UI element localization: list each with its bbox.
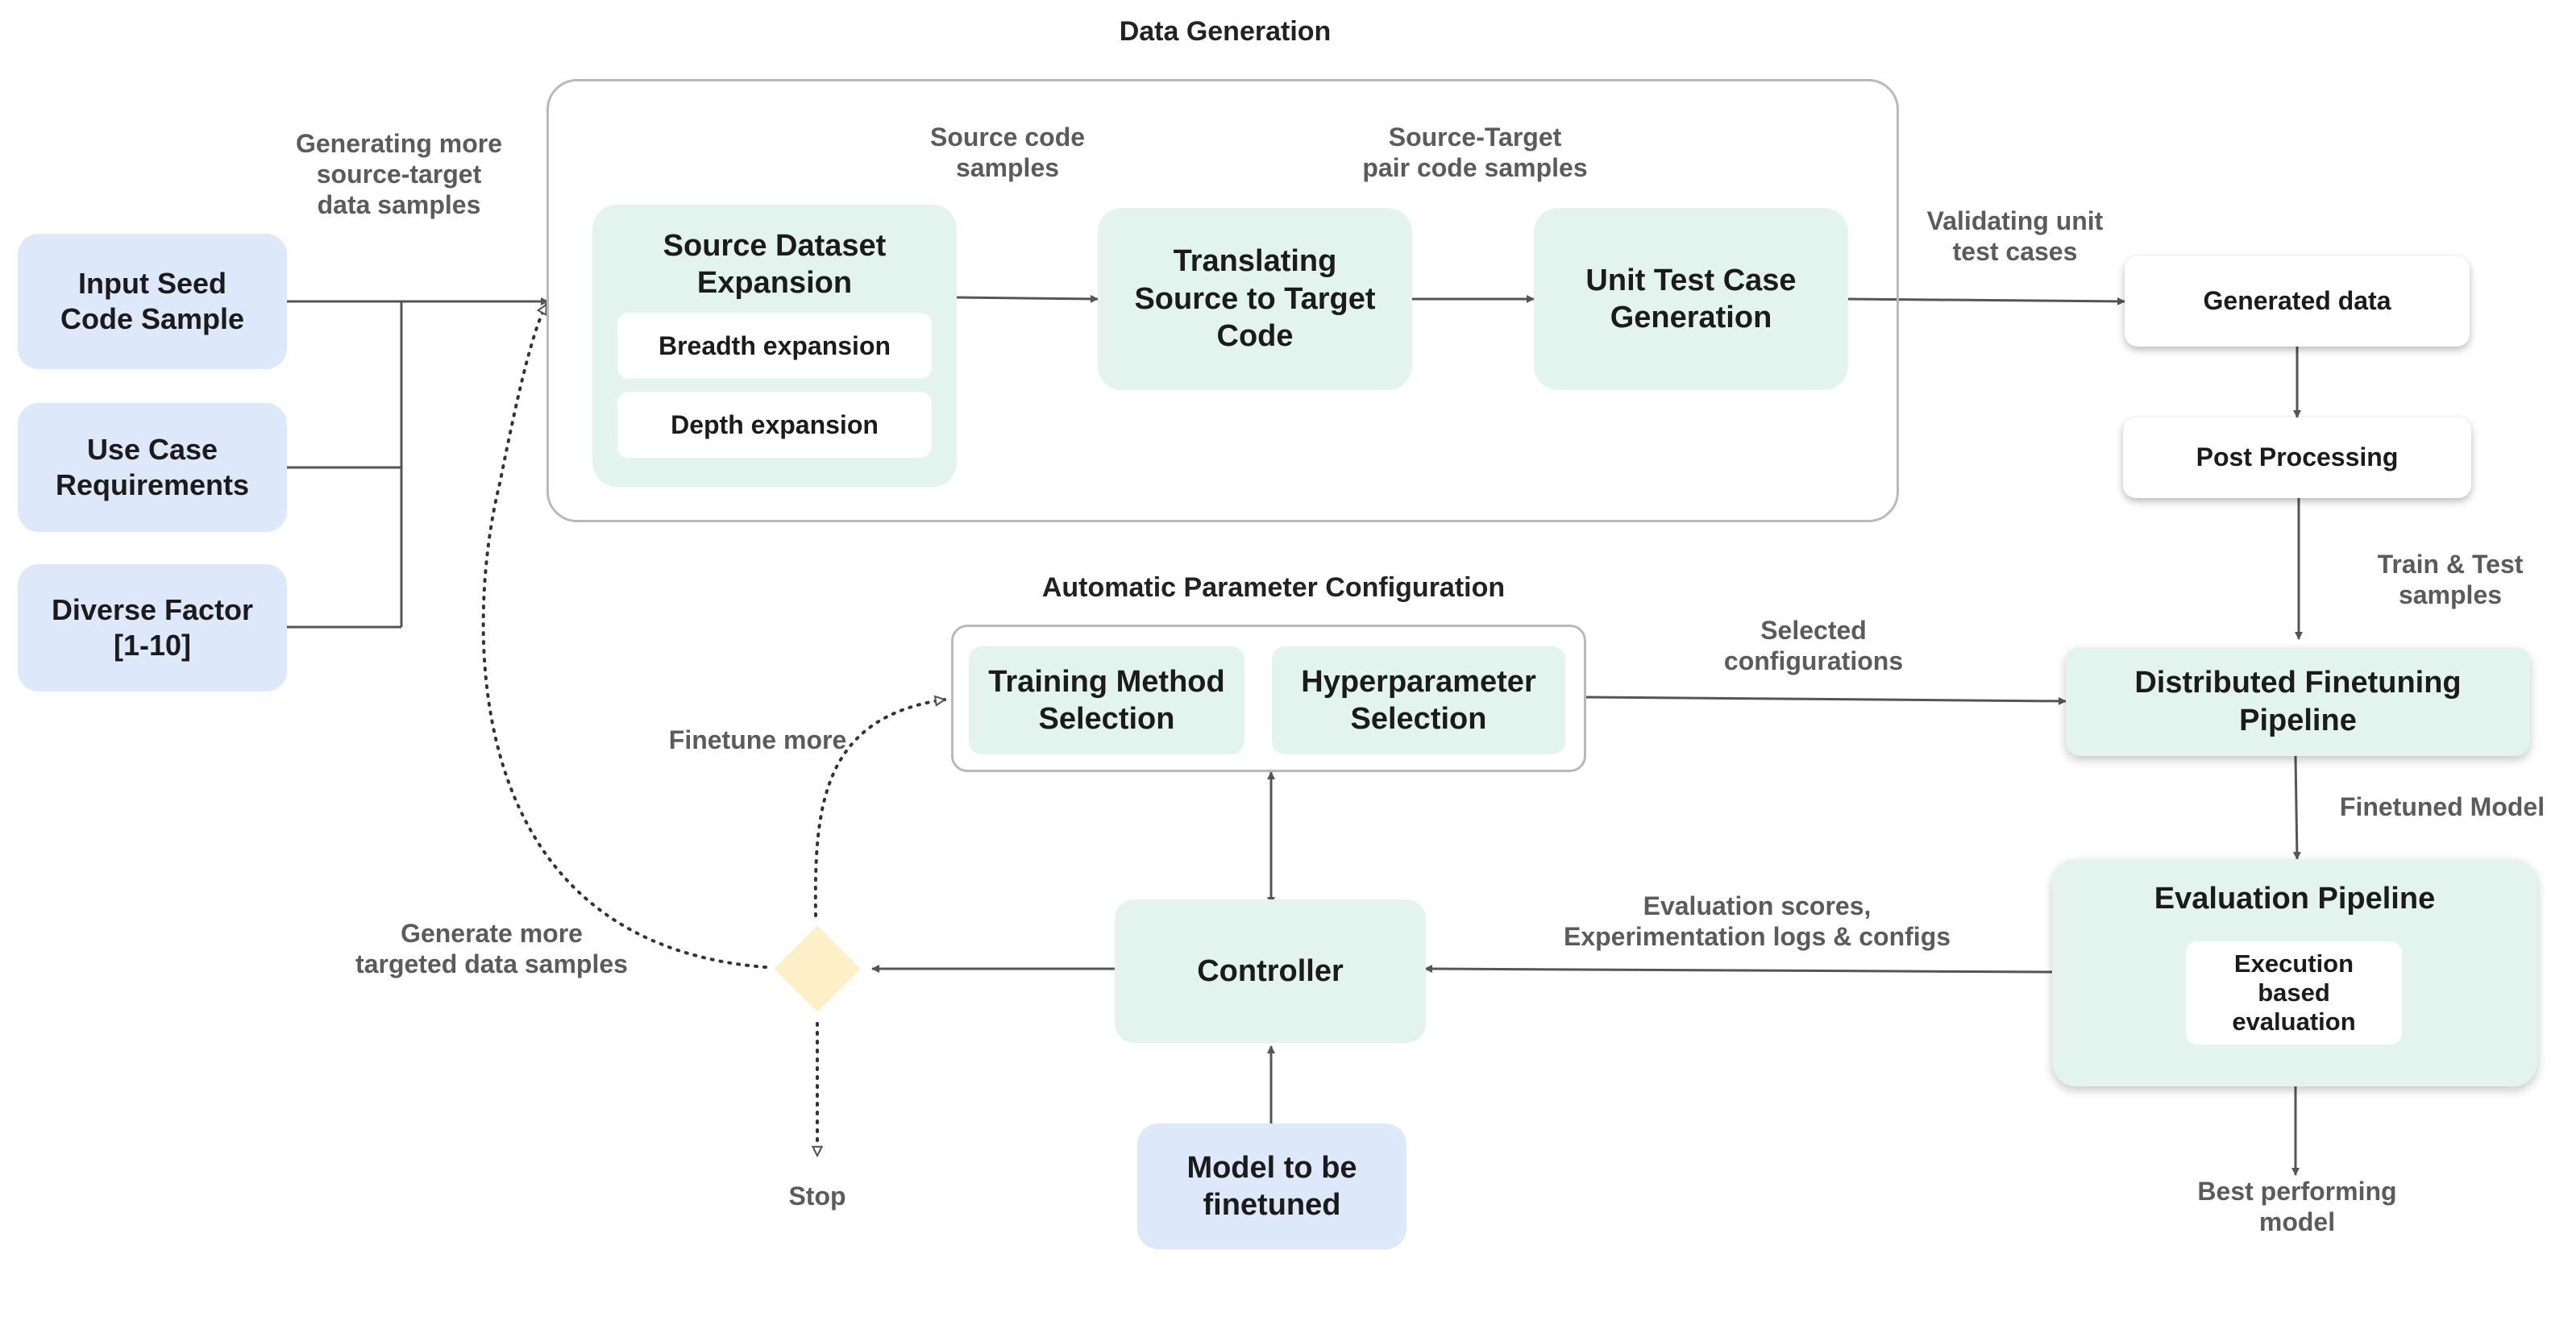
use-case-node: Use Case Requirements [18, 403, 287, 532]
label-best-model: Best performing model [2197, 1177, 2397, 1236]
diverse-factor-range: [1-10] [113, 629, 192, 662]
model-to-finetune-node: Model to be finetuned [1137, 1124, 1406, 1249]
distributed-finetuning-label: Distributed Finetuning Pipeline [2134, 666, 2462, 737]
model-to-finetune-label: Model to be finetuned [1186, 1150, 1357, 1222]
training-method-label: Training Method Selection [988, 664, 1225, 736]
evaluation-pipeline-label: Evaluation Pipeline [2154, 882, 2436, 916]
use-case-label: Use Case Requirements [55, 433, 250, 501]
distributed-finetuning-node: Distributed Finetuning Pipeline [2066, 647, 2530, 756]
unit-test-label: Unit Test Case Generation [1585, 263, 1797, 334]
label-selected-configs: Selected configurations [1723, 616, 1904, 675]
label-finetune-more: Finetune more [668, 725, 847, 754]
controller-node: Controller [1115, 899, 1426, 1043]
generated-data-label: Generated data [2203, 286, 2391, 316]
hyperparameter-node: Hyperparameter Selection [1272, 646, 1565, 754]
input-seed-node: Input Seed Code Sample [18, 234, 287, 369]
edge-decision-to-config [813, 700, 945, 917]
controller-label: Controller [1197, 953, 1344, 988]
source-expansion-label: Source Dataset Expansion [663, 229, 887, 301]
edge-expansion-to-translate [956, 294, 1099, 303]
label-generating-more: Generating more source-target data sampl… [295, 129, 503, 219]
input-seed-label: Input Seed Code Sample [60, 267, 245, 335]
auto-param-title: Automatic Parameter Configuration [1041, 572, 1506, 603]
edge-decision-to-data-generation [481, 305, 767, 969]
data-generation-title: Data Generation [1119, 16, 1332, 47]
hyperparameter-label: Hyperparameter Selection [1301, 664, 1536, 736]
translating-label: Translating Source to Target Code [1134, 244, 1376, 354]
edge-distributed-to-eval [2292, 755, 2301, 860]
label-eval-scores: Evaluation scores, Experimentation logs … [1563, 891, 1951, 951]
label-train-test: Train & Test samples [2377, 550, 2524, 609]
diverse-factor-label: Diverse Factor [51, 593, 254, 627]
translating-node: Translating Source to Target Code [1098, 208, 1412, 390]
diverse-factor-node: Diverse Factor [1-10] [18, 564, 287, 692]
label-source-target: Source-Target pair code samples [1362, 123, 1588, 182]
label-finetuned-model: Finetuned Model [2339, 792, 2545, 821]
edge-config-to-distributed [1585, 696, 2067, 705]
post-processing-node: Post Processing [2123, 417, 2471, 498]
execution-eval-box: Execution based evaluation [2186, 941, 2402, 1045]
auto-param-frame [951, 625, 1586, 772]
label-source-code: Source code samples [929, 123, 1086, 182]
unit-test-node: Unit Test Case Generation [1534, 208, 1848, 390]
edge-unittest-to-generated [1847, 297, 2125, 305]
edge-eval-to-controller [1424, 965, 2053, 974]
breadth-expansion-box: Breadth expansion [617, 313, 932, 379]
label-generate-targeted: Generate more targeted data samples [355, 919, 628, 978]
depth-expansion-box: Depth expansion [617, 392, 932, 458]
label-stop: Stop [788, 1182, 846, 1211]
data-generation-frame [546, 79, 1899, 522]
label-validating: Validating unit test cases [1926, 206, 2104, 266]
generated-data-node: Generated data [2125, 256, 2470, 347]
training-method-node: Training Method Selection [969, 646, 1244, 754]
post-processing-label: Post Processing [2196, 442, 2399, 472]
